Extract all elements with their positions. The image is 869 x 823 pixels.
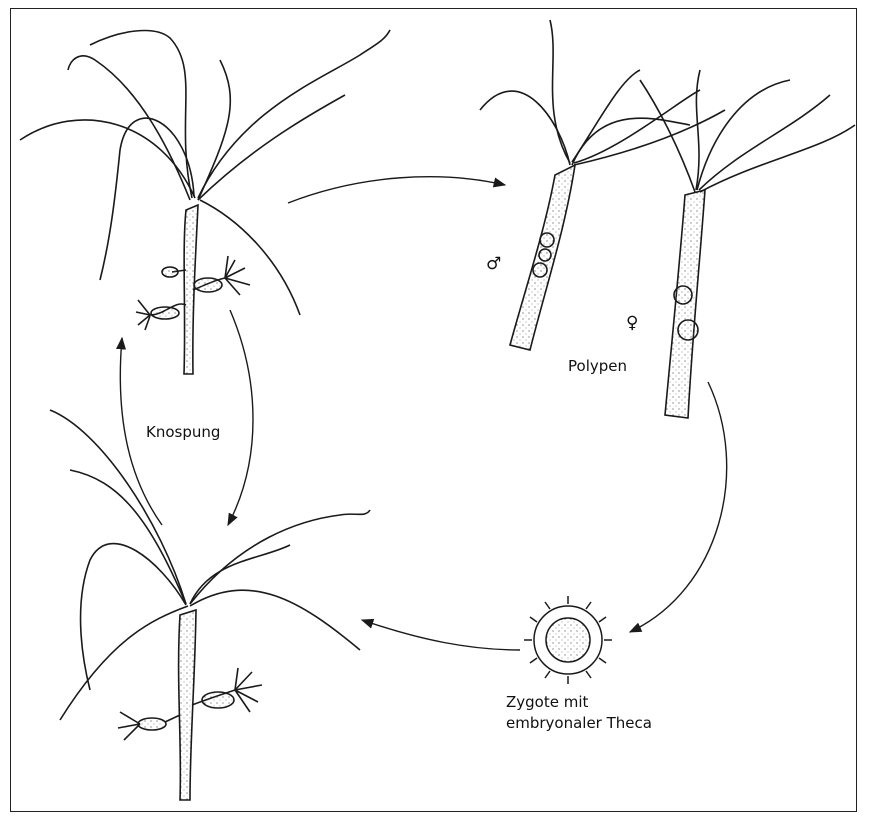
female-symbol-icon: ♀ — [626, 313, 638, 333]
label-zygote-line1: Zygote mit — [506, 692, 588, 712]
hydra-budding-bottom — [50, 410, 370, 800]
arrow-to-zygote — [630, 382, 727, 632]
hydra-budding-top — [20, 30, 390, 374]
arrow-budding-down — [228, 310, 253, 525]
zygote — [524, 596, 612, 684]
label-zygote-line2: embryonaler Theca — [506, 713, 652, 733]
male-symbol-icon: ♂ — [486, 254, 501, 274]
label-budding: Knospung — [146, 422, 220, 442]
label-polyps: Polypen — [568, 356, 627, 376]
arrow-to-polyps — [288, 177, 505, 203]
arrow-to-hydra-bottom — [362, 620, 520, 650]
